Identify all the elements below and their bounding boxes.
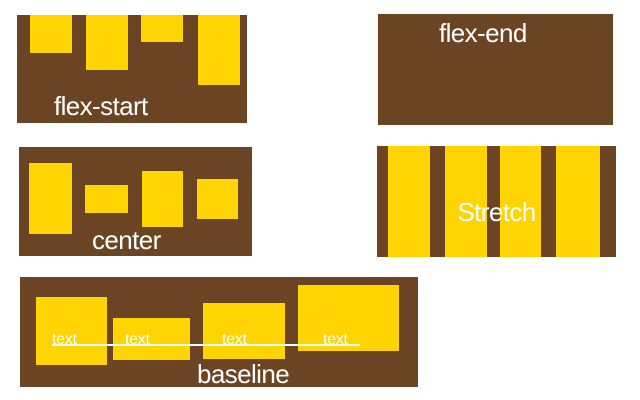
flex-item: [298, 285, 399, 351]
flex-item: [556, 146, 600, 257]
label-flex-start: flex-start: [54, 91, 148, 121]
flex-item: [86, 15, 128, 70]
item-text: text: [52, 331, 77, 348]
flex-item: [113, 318, 190, 360]
flex-item: [198, 15, 240, 85]
item-text: text: [125, 331, 150, 348]
flex-item: [203, 303, 285, 359]
flex-item: [85, 185, 128, 213]
label-baseline: baseline: [197, 359, 290, 389]
label-center: center: [92, 225, 161, 255]
flex-item: [445, 146, 487, 257]
label-stretch: Stretch: [457, 197, 536, 227]
flex-item: [30, 15, 72, 53]
panel-flex-end: flex-end: [378, 14, 613, 125]
flex-item: [197, 179, 238, 219]
item-text: text: [222, 331, 247, 348]
panel-baseline: text text text text baseline: [20, 277, 418, 387]
flex-item: [500, 146, 541, 257]
panel-center: center: [19, 147, 252, 256]
label-flex-end: flex-end: [439, 18, 527, 48]
flex-item: [142, 171, 183, 227]
flex-item: [388, 146, 430, 257]
flex-item: [141, 15, 183, 42]
panel-stretch: Stretch: [377, 146, 616, 257]
baseline-guide-line: [52, 344, 360, 346]
item-text: text: [323, 331, 348, 348]
panel-flex-start: flex-start: [17, 15, 247, 123]
flex-item: [29, 163, 72, 234]
flex-item: [36, 297, 107, 365]
